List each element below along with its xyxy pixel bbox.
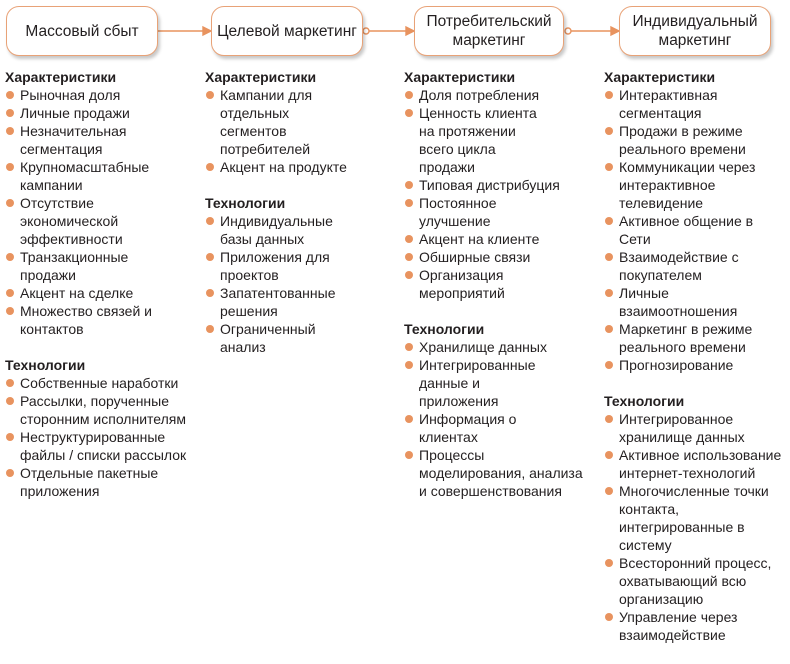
list-item: Ценность клиента на протяжении всего цик… — [404, 104, 554, 176]
list-item: Интегрированное хранилище данных — [604, 410, 779, 446]
list-item: Запатентованные решения — [205, 284, 370, 320]
list-item: Постоянное улучшение — [404, 194, 529, 230]
list-item: Индивидуальные базы данных — [205, 212, 335, 248]
technologies-heading: Технологии — [404, 321, 485, 337]
list-item: Интерактивная сегментация — [604, 86, 754, 122]
list-item: Приложения для проектов — [205, 248, 330, 284]
stage-box-individual-marketing: Индивидуальный маркетинг — [619, 6, 771, 56]
column-mass-sales: Характеристики Рыночная доля Личные прод… — [5, 68, 195, 500]
characteristics-heading: Характеристики — [604, 69, 716, 85]
list-item: Рыночная доля — [5, 86, 145, 104]
list-item: Организация мероприятий — [404, 266, 529, 302]
list-item: Многочисленные точки контакта, интегриро… — [604, 482, 779, 554]
list-item: Доля потребления — [404, 86, 574, 104]
stage-label: Индивидуальный маркетинг — [632, 13, 758, 49]
list-item: Крупномасштабные кампании — [5, 158, 170, 194]
list-item: Информация о клиентах — [404, 410, 529, 446]
characteristics-list: Интерактивная сегментация Продажи в режи… — [604, 86, 790, 374]
list-item: Продажи в режиме реального времени — [604, 122, 779, 158]
list-item: Множество связей и контактов — [5, 302, 170, 338]
list-item: Активное использование интернет-технолог… — [604, 446, 789, 482]
list-item: Управление через взаимодействие — [604, 608, 769, 644]
connector-2 — [362, 25, 416, 37]
list-item: Акцент на продукте — [205, 158, 390, 176]
list-item: Коммуникации через интерактивное телевид… — [604, 158, 790, 212]
column-consumer-marketing: Характеристики Доля потребления Ценность… — [404, 68, 594, 500]
technologies-heading: Технологии — [5, 357, 86, 373]
list-item: Хранилище данных — [404, 338, 584, 356]
characteristics-heading: Характеристики — [404, 69, 516, 85]
list-item: Процессы моделирования, анализа и соверш… — [404, 446, 594, 500]
list-item: Акцент на клиенте — [404, 230, 579, 248]
list-item: Интегрированные данные и приложения — [404, 356, 559, 410]
connector-1 — [158, 25, 213, 37]
list-item: Акцент на сделке — [5, 284, 170, 302]
list-item: Взаимодействие с покупателем — [604, 248, 759, 284]
list-item: Транзакционные продажи — [5, 248, 155, 284]
list-item: Прогнозирование — [604, 356, 790, 374]
technologies-list: Индивидуальные базы данных Приложения дл… — [205, 212, 390, 356]
characteristics-heading: Характеристики — [205, 69, 317, 85]
characteristics-list: Кампании для отдельных сегментов потреби… — [205, 86, 390, 176]
list-item: Неструктурированные файлы / списки рассы… — [5, 428, 200, 464]
list-item: Отсутствие экономической эффективности — [5, 194, 145, 248]
list-item: Всесторонний процесс, охватывающий всю о… — [604, 554, 790, 608]
list-item: Активное общение в Сети — [604, 212, 779, 248]
characteristics-list: Доля потребления Ценность клиента на про… — [404, 86, 594, 302]
list-item: Отдельные пакетные приложения — [5, 464, 185, 500]
column-target-marketing: Характеристики Кампании для отдельных се… — [205, 68, 390, 356]
list-item: Незначительная сегментация — [5, 122, 145, 158]
stage-label: Целевой маркетинг — [217, 22, 357, 40]
technologies-heading: Технологии — [205, 195, 286, 211]
list-item: Личные продажи — [5, 104, 145, 122]
characteristics-list: Рыночная доля Личные продажи Незначитель… — [5, 86, 195, 338]
stage-label: Массовый сбыт — [25, 22, 139, 40]
technologies-list: Собственные наработки Рассылки, порученн… — [5, 374, 195, 500]
stage-connectors — [158, 25, 621, 37]
connector-3 — [564, 25, 621, 37]
characteristics-heading: Характеристики — [5, 69, 117, 85]
list-item: Кампании для отдельных сегментов потреби… — [205, 86, 330, 158]
stage-box-consumer-marketing: Потребительский маркетинг — [414, 6, 564, 56]
list-item: Обширные связи — [404, 248, 579, 266]
stage-box-target-marketing: Целевой маркетинг — [211, 6, 363, 56]
stage-label: Потребительский маркетинг — [426, 13, 552, 49]
technologies-list: Интегрированное хранилище данных Активно… — [604, 410, 790, 644]
list-item: Собственные наработки — [5, 374, 205, 392]
column-individual-marketing: Характеристики Интерактивная сегментация… — [604, 68, 790, 644]
list-item: Ограниченный анализ — [205, 320, 340, 356]
list-item: Маркетинг в режиме реального времени — [604, 320, 789, 356]
list-item: Рассылки, порученные сторонним исполните… — [5, 392, 195, 428]
technologies-heading: Технологии — [604, 393, 685, 409]
technologies-list: Хранилище данных Интегрированные данные … — [404, 338, 594, 500]
list-item: Типовая дистрибуция — [404, 176, 594, 194]
list-item: Личные взаимоотношения — [604, 284, 769, 320]
stage-box-mass-sales: Массовый сбыт — [6, 6, 158, 56]
